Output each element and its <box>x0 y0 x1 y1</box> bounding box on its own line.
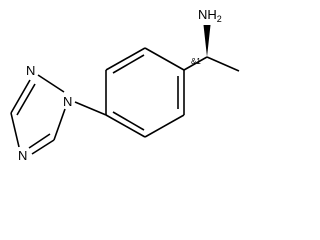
amine-label: NH2 <box>198 7 222 24</box>
ring-bond <box>105 47 146 71</box>
triazole-double-bond <box>16 83 36 116</box>
wedge-bond <box>203 25 211 57</box>
triazole-bond <box>10 79 31 114</box>
ring-to-chiral-bond <box>183 56 208 71</box>
triazole-n4-label: N <box>18 148 27 163</box>
triazole-bond <box>37 74 65 93</box>
ring-bond <box>105 114 146 138</box>
chemical-structure: NH2 &1 N N N <box>10 7 240 163</box>
triazole-double-bond <box>28 133 51 149</box>
triazole-bond <box>53 108 66 141</box>
triazole-n1-label: N <box>63 94 72 109</box>
ethylamine-group: NH2 &1 <box>183 7 240 72</box>
ring-bond <box>144 114 185 138</box>
ring-bond <box>144 47 185 71</box>
triazole-ring: N N N <box>10 63 72 163</box>
triazole-n2-label: N <box>26 63 35 78</box>
methyl-bond <box>206 56 240 72</box>
triazole-bond <box>31 139 55 155</box>
ring-double-bond <box>112 54 145 74</box>
stereo-label: &1 <box>191 57 201 66</box>
ring-to-triazole-bond <box>74 101 107 116</box>
benzene-ring <box>105 47 185 138</box>
ring-double-bond <box>112 111 145 131</box>
triazole-bond <box>10 112 20 148</box>
